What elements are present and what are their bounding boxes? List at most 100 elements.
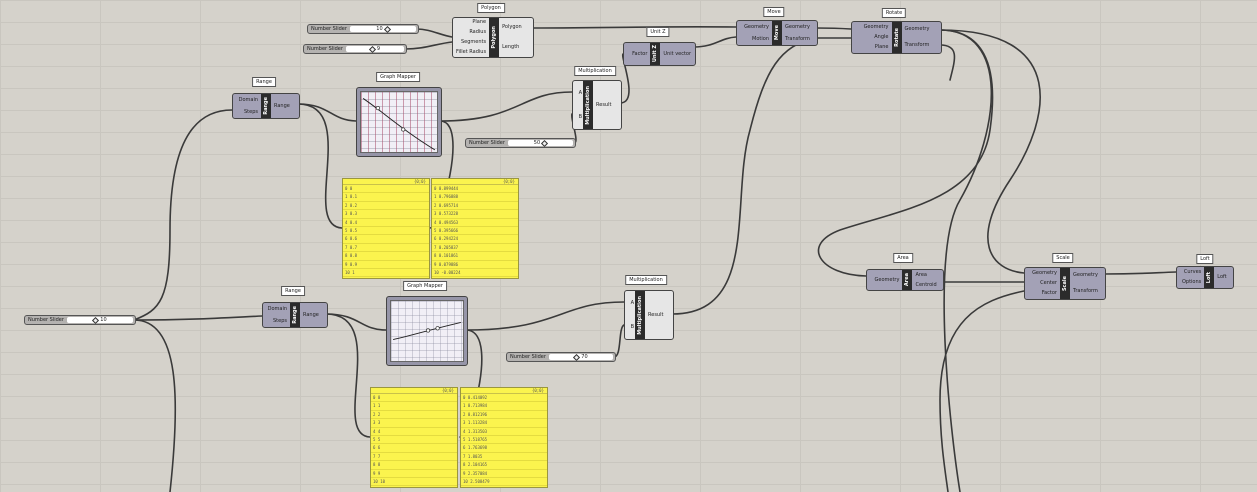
output-length[interactable]: Length [502, 43, 520, 50]
input-domain[interactable]: Domain [238, 96, 258, 103]
graph-mapper-1[interactable] [356, 87, 442, 157]
area-component[interactable]: Geometry Area Area Centroid [866, 269, 944, 291]
wire [815, 27, 852, 30]
slider-grip-icon[interactable] [368, 45, 376, 53]
panel-row: 5 0.5 [343, 227, 429, 236]
wire [133, 109, 233, 321]
output-centroid[interactable]: Centroid [915, 281, 937, 288]
input-factor[interactable]: Factor [632, 50, 648, 57]
multiplication-2-core[interactable]: Multiplication [635, 291, 645, 339]
loft-component[interactable]: Curves Options Loft Loft [1176, 266, 1234, 289]
unit-z-core[interactable]: Unit Z [650, 43, 661, 65]
panel-row: 9 0.079886 [432, 261, 518, 269]
multiplication-2-component[interactable]: A B Multiplication Result [624, 290, 674, 340]
input-curves[interactable]: Curves [1183, 268, 1202, 275]
slider-grip-icon[interactable] [92, 316, 100, 324]
input-geometry[interactable]: Geometry [744, 23, 769, 30]
output-result[interactable]: Result [596, 101, 612, 108]
output-transform[interactable]: Transform [1073, 287, 1098, 294]
range-1-core[interactable]: Range [261, 94, 271, 118]
graph-mapper-2-canvas[interactable] [390, 300, 464, 362]
input-fillet-radius[interactable]: Fillet Radius [456, 48, 487, 55]
rotate-component[interactable]: Geometry Angle Plane Rotate Geometry Tra… [851, 21, 942, 54]
panel-row: 4 0.4 [343, 219, 429, 227]
unit-z-title: Unit Z [646, 27, 670, 37]
input-geometry[interactable]: Geometry [1032, 269, 1057, 276]
range-2-core[interactable]: Range [290, 303, 300, 327]
output-range[interactable]: Range [303, 311, 319, 318]
input-domain[interactable]: Domain [267, 305, 287, 312]
slider-track[interactable]: 50 [507, 139, 573, 147]
number-slider-steps[interactable]: Number Slider 10 [24, 315, 136, 325]
input-options[interactable]: Options [1181, 279, 1202, 286]
number-slider-factor-1[interactable]: Number Slider 50 [465, 138, 576, 148]
input-a[interactable]: A [578, 89, 582, 96]
output-transform[interactable]: Transform [785, 35, 810, 42]
input-plane[interactable]: Plane [874, 44, 889, 51]
input-geometry[interactable]: Geometry [874, 276, 900, 283]
number-slider-factor-2[interactable]: Number Slider 70 [506, 352, 616, 362]
input-steps[interactable]: Steps [244, 108, 258, 115]
input-angle[interactable]: Angle [874, 33, 889, 40]
unit-z-component[interactable]: Factor Unit Z Unit vector [623, 42, 696, 66]
output-transform[interactable]: Transform [904, 41, 930, 48]
slider-grip-icon[interactable] [573, 353, 581, 361]
curve-handle-icon [375, 106, 380, 111]
area-core[interactable]: Area [902, 270, 913, 290]
number-slider-segments[interactable]: Number Slider 9 [303, 44, 407, 54]
panel-row: 9 2.357084 [461, 470, 547, 478]
move-component[interactable]: Geometry Motion Move Geometry Transform [736, 20, 818, 46]
slider-name: Number Slider [28, 317, 64, 323]
scale-core[interactable]: Scale [1060, 268, 1070, 299]
slider-grip-icon[interactable] [383, 25, 391, 33]
graph-mapper-1-canvas[interactable] [360, 91, 438, 153]
panel-row: 0 0.414092 [461, 394, 547, 403]
input-steps[interactable]: Steps [273, 317, 287, 324]
slider-track[interactable]: 10 [349, 25, 416, 33]
scale-component[interactable]: Geometry Center Factor Scale Geometry Tr… [1024, 267, 1106, 300]
rotate-core[interactable]: Rotate [891, 22, 902, 53]
number-slider-radius[interactable]: Number Slider 10 [307, 24, 419, 34]
input-b[interactable]: B [630, 323, 634, 330]
loft-core[interactable]: Loft [1204, 267, 1215, 288]
input-factor[interactable]: Factor [1041, 290, 1057, 297]
graph-mapper-2[interactable] [386, 296, 468, 366]
input-center[interactable]: Center [1040, 279, 1057, 286]
output-area[interactable]: Area [915, 271, 927, 278]
input-plane[interactable]: Plane [472, 19, 487, 26]
input-radius[interactable]: Radius [469, 29, 487, 36]
multiplication-1-component[interactable]: A B Multiplication Result [572, 80, 622, 130]
input-segments[interactable]: Segments [460, 38, 487, 45]
slider-track[interactable]: 9 [345, 45, 404, 53]
move-core[interactable]: Move [772, 21, 782, 45]
wire [297, 103, 357, 122]
output-loft[interactable]: Loft [1217, 274, 1227, 280]
output-polygon[interactable]: Polygon [502, 24, 522, 31]
output-unit-vector[interactable]: Unit vector [663, 50, 692, 57]
output-geometry[interactable]: Geometry [904, 26, 930, 33]
slider-grip-icon[interactable] [541, 139, 549, 147]
output-geometry[interactable]: Geometry [1073, 272, 1098, 279]
input-a[interactable]: A [630, 299, 634, 306]
input-geometry[interactable]: Geometry [863, 23, 889, 30]
input-b[interactable]: B [578, 113, 582, 120]
multiplication-1-core[interactable]: Multiplication [583, 81, 593, 129]
slider-track[interactable]: 70 [548, 353, 613, 361]
input-motion[interactable]: Motion [752, 35, 769, 42]
wire [939, 29, 1041, 274]
output-range[interactable]: Range [274, 102, 290, 109]
range-1-component[interactable]: Domain Steps Range Range [232, 93, 300, 119]
slider-name: Number Slider [510, 354, 546, 360]
curve-handle-icon [426, 328, 431, 333]
wire [465, 301, 625, 331]
output-result[interactable]: Result [648, 311, 664, 318]
slider-track[interactable]: 10 [66, 316, 133, 324]
polygon-component[interactable]: Plane Radius Segments Fillet Radius Poly… [452, 17, 534, 58]
output-geometry[interactable]: Geometry [785, 23, 810, 30]
polygon-core[interactable]: Polygon [489, 18, 500, 57]
range-2-component[interactable]: Domain Steps Range Range [262, 302, 328, 328]
